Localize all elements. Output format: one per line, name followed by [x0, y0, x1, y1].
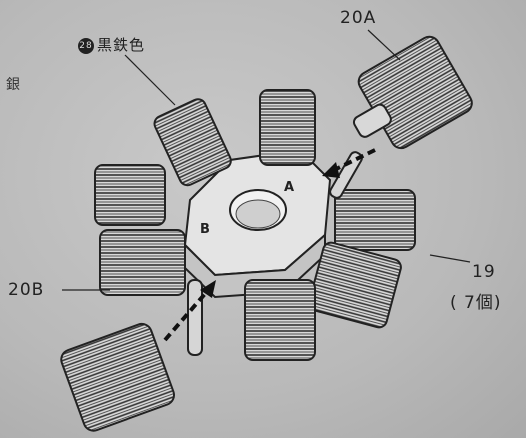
leader-lines	[62, 29, 471, 291]
marker-b: B	[200, 222, 210, 237]
part-label-19: 19	[472, 262, 496, 282]
color-number-badge: 28	[78, 38, 94, 54]
assembly-arrows	[163, 148, 376, 342]
color-name: 黒鉄色	[97, 36, 146, 54]
cylinders	[94, 89, 416, 361]
marker-a: A	[284, 180, 295, 195]
cylinder-20a	[352, 35, 473, 150]
side-text: 銀	[6, 77, 20, 93]
part-19-count: ( 7個)	[450, 293, 502, 313]
part-label-20b: 20B	[8, 280, 45, 300]
part-label-20a: 20A	[340, 8, 377, 28]
cylinder-bottom	[60, 322, 175, 432]
